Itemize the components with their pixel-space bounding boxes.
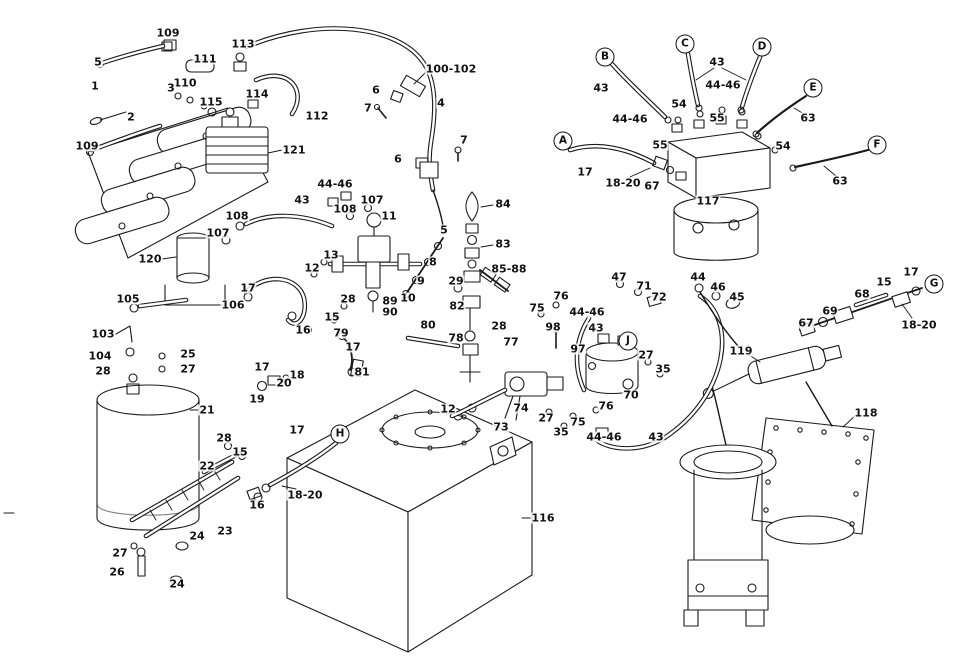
hoses xyxy=(89,26,870,488)
elbow-fittings xyxy=(256,374,290,392)
drain-pipes xyxy=(129,441,247,585)
compressor xyxy=(205,107,269,174)
hose-end-fittings xyxy=(115,74,797,502)
reservoir-tank xyxy=(96,352,200,531)
control-valve xyxy=(585,279,664,394)
pump-valve xyxy=(303,191,423,335)
tube-79-81 xyxy=(337,331,364,378)
fitting-chain-right xyxy=(694,283,923,337)
valve-block xyxy=(453,301,609,438)
fitting-stack xyxy=(401,191,511,383)
cylinder-link-rod xyxy=(805,381,833,427)
oil-filter xyxy=(164,221,245,306)
hydraulic-tank xyxy=(286,389,533,653)
pump-assembly xyxy=(667,106,779,261)
swing-drive xyxy=(679,385,875,627)
hydraulic-cylinder xyxy=(702,344,843,399)
